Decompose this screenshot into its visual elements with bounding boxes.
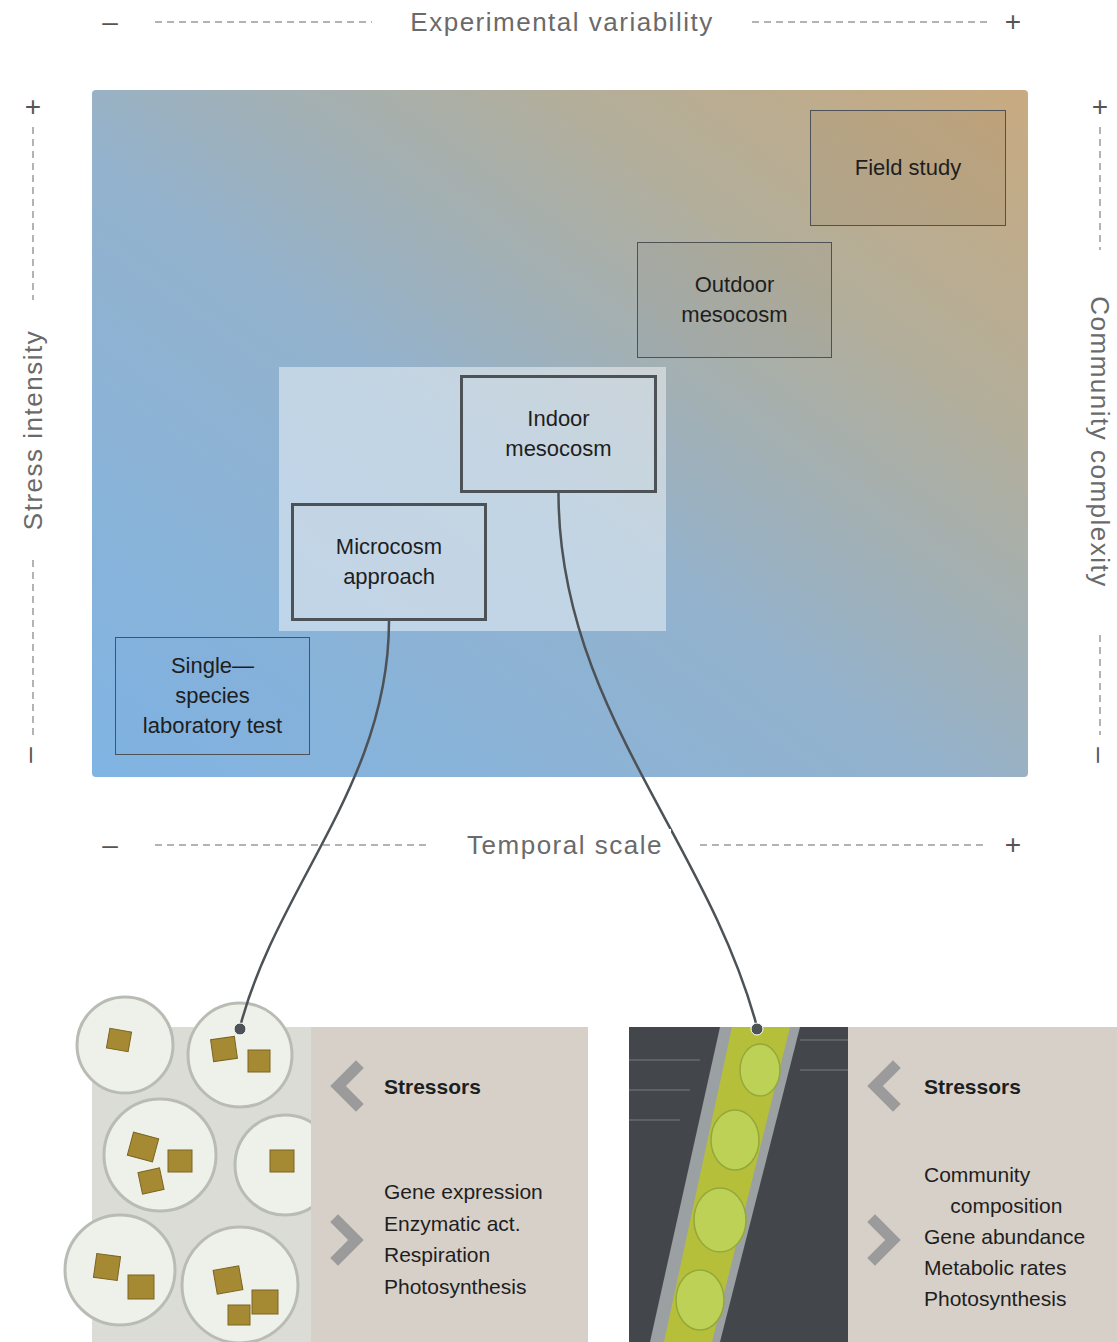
connector-dot bbox=[751, 1023, 763, 1035]
axis-title: Stress intensity bbox=[17, 322, 49, 538]
stressor-panel: StressorsCommunity compositionGene abund… bbox=[629, 1027, 1117, 1342]
approach-box: Field study bbox=[810, 110, 1006, 226]
response-item: Respiration bbox=[384, 1239, 600, 1271]
response-item: Photosynthesis bbox=[384, 1271, 600, 1303]
axis-sign: – bbox=[1084, 745, 1116, 765]
mesocosm-photo bbox=[629, 1027, 848, 1342]
connector-curve bbox=[559, 493, 758, 1027]
microcosm-photo bbox=[65, 997, 335, 1342]
box-label: Outdoor mesocosm bbox=[656, 270, 813, 330]
leader-connector bbox=[559, 493, 764, 1035]
response-item: Enzymatic act. bbox=[384, 1208, 600, 1240]
panel-heading: Stressors bbox=[384, 1074, 588, 1100]
box-label: Indoor mesocosm bbox=[481, 404, 636, 464]
highlight-panel bbox=[279, 367, 666, 631]
response-item: Photosynthesis bbox=[924, 1283, 1117, 1314]
axis-dashes bbox=[33, 22, 1100, 845]
axis-sign: + bbox=[1003, 6, 1023, 38]
axis-sign: + bbox=[23, 91, 43, 123]
box-label: Single—species laboratory test bbox=[134, 651, 291, 741]
axis-sign: + bbox=[1003, 829, 1023, 861]
box-label: Microcosm approach bbox=[312, 532, 466, 592]
axis-sign: + bbox=[1090, 91, 1110, 123]
axis-sign: – bbox=[17, 745, 49, 765]
response-item: Metabolic rates bbox=[924, 1252, 1117, 1283]
panel-heading: Stressors bbox=[924, 1074, 1117, 1100]
response-item: Gene abundance bbox=[924, 1221, 1117, 1252]
axis-title: Community complexity bbox=[1084, 288, 1116, 596]
axis-title: Temporal scale bbox=[459, 829, 671, 861]
box-label: Field study bbox=[855, 153, 961, 183]
chevron-symbols bbox=[338, 1068, 893, 1258]
axis-sign: – bbox=[100, 829, 120, 861]
approach-box: Outdoor mesocosm bbox=[637, 242, 832, 358]
axis-title: Experimental variability bbox=[402, 6, 721, 38]
approach-box: Indoor mesocosm bbox=[460, 375, 657, 493]
gradient-panel bbox=[92, 90, 1028, 777]
response-item: Community composition bbox=[924, 1159, 1117, 1221]
axis-sign: – bbox=[100, 6, 120, 38]
approach-box: Microcosm approach bbox=[291, 503, 487, 621]
approach-box: Single—species laboratory test bbox=[115, 637, 310, 755]
response-item: Gene expression bbox=[384, 1176, 600, 1208]
stressor-panel: StressorsGene expressionEnzymatic act.Re… bbox=[92, 1027, 588, 1342]
connector-dot bbox=[234, 1023, 246, 1035]
